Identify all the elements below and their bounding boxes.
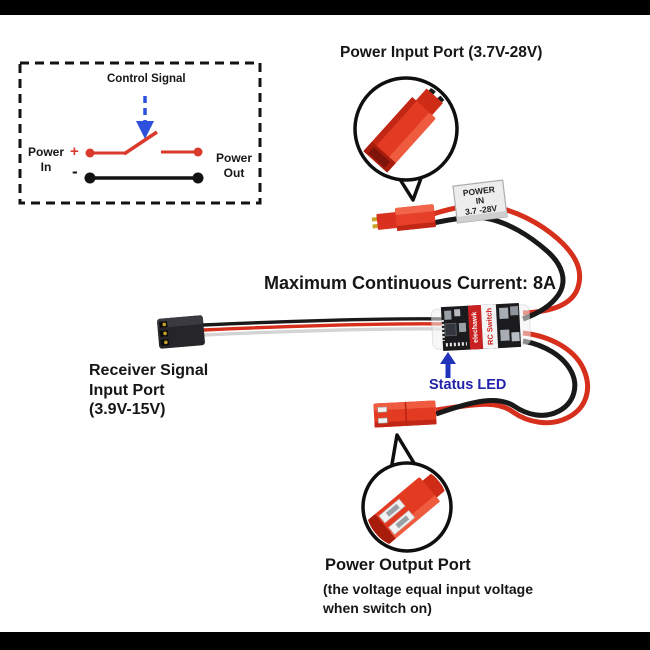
control-signal-arrowhead xyxy=(136,121,154,139)
max-current-label: Maximum Continuous Current: 8A xyxy=(264,273,557,293)
power-in-tag: POWER IN 3.7 -28V xyxy=(452,179,508,224)
circuit-inset xyxy=(18,61,262,205)
plus-sign: + xyxy=(70,143,79,160)
power-output-callout xyxy=(361,433,453,553)
minus-sign: - xyxy=(72,162,78,181)
status-led-label: Status LED xyxy=(429,377,507,393)
receiver-input-label: Receiver Signal Input Port (3.9V-15V) xyxy=(89,361,208,420)
power-input-connector xyxy=(371,204,436,231)
ground-out-node xyxy=(192,172,204,184)
receiver-line2: Input Port xyxy=(89,381,165,399)
pcb-module: elechawk RC Switch xyxy=(430,302,532,352)
power-output-label: Power Output Port xyxy=(325,556,471,574)
power-output-connector xyxy=(373,400,437,428)
tag-line3: 3.7 -28V xyxy=(465,203,498,217)
receiver-line3: (3.9V-15V) xyxy=(89,401,166,418)
minus-node xyxy=(84,172,96,184)
power-output-note-line2: when switch on) xyxy=(323,599,432,616)
pcb-product-band xyxy=(480,304,499,349)
receiver-connector xyxy=(157,315,205,349)
power-out-label: Power Out xyxy=(215,151,252,180)
power-input-port-label: Power Input Port (3.7V-28V) xyxy=(340,44,543,61)
status-led-arrow xyxy=(440,352,456,378)
receiver-signal-wire xyxy=(202,317,449,337)
pcb-brand-text: elechawk xyxy=(471,311,480,343)
tag-line1: POWER xyxy=(462,184,495,198)
magnified-input-connector xyxy=(363,81,454,173)
switch-lever xyxy=(123,130,158,156)
pcb-product-text: RC Switch xyxy=(484,307,495,345)
pcb-brand-band xyxy=(467,304,484,350)
power-output-wires xyxy=(435,330,591,426)
top-letterbox-bar xyxy=(0,0,650,15)
inset-dashed-border xyxy=(18,61,262,205)
bottom-letterbox-bar xyxy=(0,632,650,650)
magnified-output-connector xyxy=(366,466,448,547)
control-signal-label: Control Signal xyxy=(107,73,186,85)
receiver-line1: Receiver Signal xyxy=(89,362,209,379)
power-in-label: Power In xyxy=(27,145,64,174)
power-output-note: (the voltage equal input voltage when sw… xyxy=(323,580,533,617)
power-input-callout xyxy=(353,76,459,202)
tag-line2: IN xyxy=(475,195,485,206)
power-output-note-line1: (the voltage equal input voltage xyxy=(323,581,534,597)
plus-node xyxy=(85,148,95,158)
out-node xyxy=(193,147,203,157)
power-input-wires xyxy=(432,202,583,322)
